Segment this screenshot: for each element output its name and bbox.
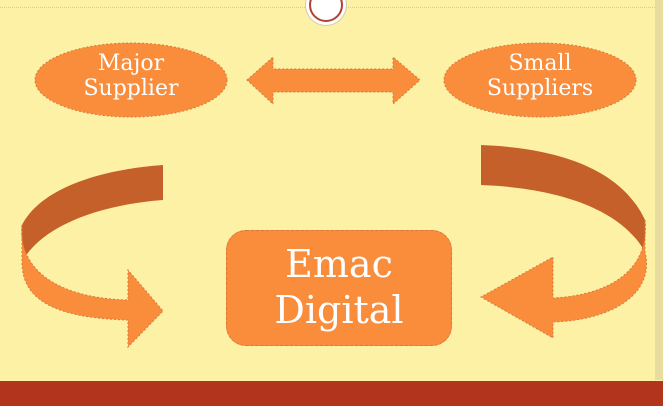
major-supplier-line1: Major xyxy=(97,51,165,76)
left-curved-arrow-icon xyxy=(21,165,164,349)
major-supplier-line2: Supplier xyxy=(83,75,179,101)
major-supplier-node xyxy=(34,42,228,118)
small-suppliers-line1: Small xyxy=(508,51,572,76)
small-suppliers-line2: Suppliers xyxy=(486,75,594,101)
emac-digital-node xyxy=(226,230,452,346)
small-suppliers-node xyxy=(443,42,637,118)
emac-digital-line2: Digital xyxy=(274,287,404,332)
bottom-bar xyxy=(0,381,663,406)
right-edge-shade xyxy=(655,0,663,380)
right-curved-arrow-icon xyxy=(479,145,647,339)
emac-digital-label: Emac Digital xyxy=(226,242,452,333)
double-arrow-icon xyxy=(246,55,421,106)
emac-digital-line1: Emac xyxy=(285,242,393,286)
major-supplier-label: Major Supplier xyxy=(36,51,226,101)
small-suppliers-label: Small Suppliers xyxy=(445,51,635,101)
